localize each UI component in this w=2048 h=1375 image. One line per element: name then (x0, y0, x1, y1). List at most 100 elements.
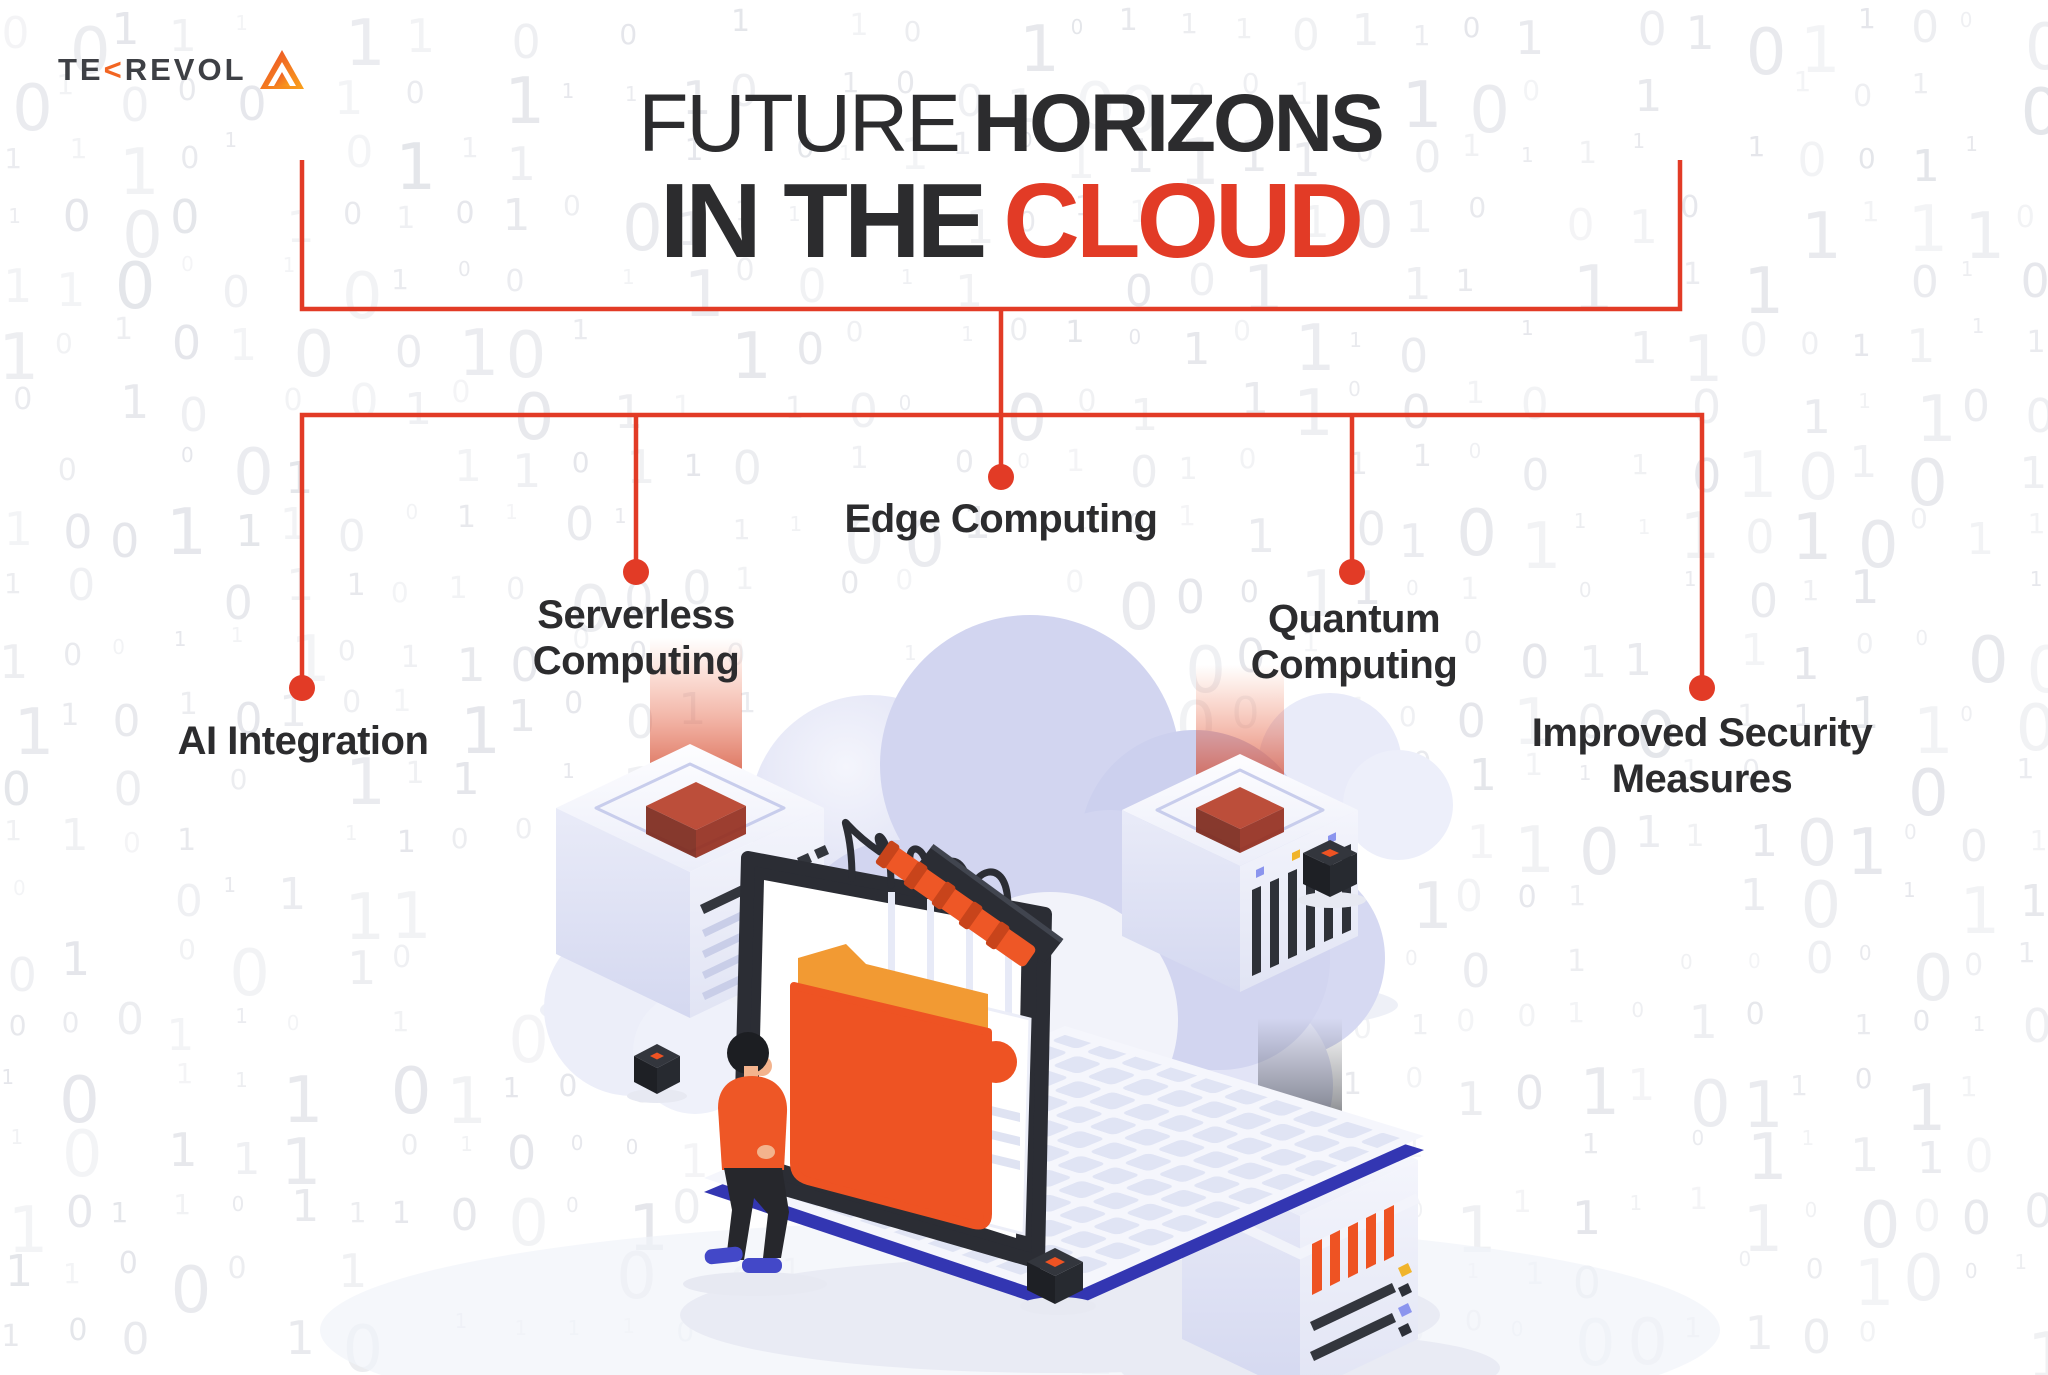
binary-digit: 1 (684, 133, 704, 169)
binary-digit: 1 (1245, 508, 1276, 563)
binary-digit: 0 (1128, 324, 1142, 349)
binary-digit: 1 (285, 1311, 315, 1366)
binary-digit: 1 (456, 500, 476, 536)
binary-digit: 1 (1006, 78, 1037, 133)
binary-digit: 0 (450, 822, 469, 856)
binary-digit: 0 (1855, 626, 1874, 660)
binary-digit: 1 (1966, 514, 1995, 566)
binary-digit: 1 (282, 1064, 324, 1139)
data-cube-icon (1298, 840, 1366, 908)
binary-digit: 0 (1456, 497, 1497, 572)
binary-digit: 1 (3, 567, 22, 601)
binary-digit: 1 (446, 1065, 488, 1140)
binary-digit: 1 (344, 821, 358, 846)
binary-digit: 1 (1466, 814, 1497, 869)
person-figure (683, 1032, 827, 1296)
binary-digit: 0 (283, 383, 303, 419)
binary-digit: 1 (1572, 252, 1614, 327)
binary-digit: 1 (787, 202, 801, 227)
binary-digit: 0 (122, 199, 163, 274)
binary-digit: 1 (451, 753, 480, 805)
binary-digit: 0 (2015, 692, 2048, 767)
binary-digit: 1 (1682, 322, 1724, 397)
binary-digit: 1 (1629, 1191, 1643, 1216)
binary-digit: 0 (1398, 699, 1417, 733)
binary-digit: 1 (1683, 567, 1697, 592)
binary-digit: 1 (1579, 1055, 1621, 1130)
binary-digit: 0 (1691, 1126, 1705, 1151)
binary-digit: 0 (178, 932, 196, 966)
binary-digit: 1 (0, 320, 40, 395)
binary-digit: 1 (1959, 1070, 1978, 1104)
binary-digit: 1 (391, 263, 409, 297)
person-hair (727, 1032, 769, 1074)
binary-digit: 0 (61, 1005, 80, 1039)
binary-digit: 1 (624, 81, 638, 106)
binary-digit: 0 (2024, 1183, 2048, 1238)
binary-digit: 0 (1692, 449, 1722, 504)
binary-digit: 1 (1854, 1008, 1873, 1042)
branch-label-edge-computing: Edge Computing (844, 497, 1158, 541)
binary-digit: 1 (60, 931, 91, 986)
binary-digit: 1 (1065, 444, 1085, 480)
binary-digit: 0 (1691, 380, 1722, 435)
binary-digit: 0 (1748, 948, 1761, 973)
binary-digit: 0 (1912, 1004, 1931, 1038)
binary-digit: 0 (1908, 756, 1949, 831)
binary-digit: 0 (845, 314, 864, 348)
binary-digit: 1 (1567, 944, 1587, 980)
binary-digit: 1 (848, 199, 866, 233)
binary-digit: 1 (60, 809, 89, 861)
binary-digit: 1 (166, 1009, 195, 1061)
binary-digit: 1 (2014, 1249, 2028, 1274)
binary-digit: 1 (1019, 12, 1060, 87)
binary-digit: 1 (1571, 1190, 1602, 1245)
binary-digit: 1 (63, 1257, 81, 1291)
binary-digit: 0 (1911, 1, 1940, 53)
binary-digit: 1 (56, 68, 75, 102)
binary-digit: 1 (1180, 7, 1198, 41)
binary-digit: 1 (1916, 382, 1957, 457)
binary-digit: 1 (60, 697, 80, 733)
binary-digit: 1 (1401, 68, 1443, 143)
binary-digit: 0 (1745, 16, 1787, 91)
binary-digit: 0 (62, 191, 91, 243)
binary-digit: 1 (1912, 694, 1954, 769)
binary-digit: 0 (1801, 1310, 1832, 1365)
binary-digit: 0 (1017, 448, 1031, 473)
branch-label-serverless-computing: Serverless Computing (532, 593, 740, 683)
binary-digit: 0 (1904, 820, 1917, 845)
binary-digit: 0 (1469, 73, 1510, 148)
binary-digit: 0 (619, 17, 638, 51)
binary-digit: 0 (672, 1180, 702, 1235)
binary-digit: 1 (1468, 749, 1497, 801)
binary-digit: 0 (57, 453, 77, 489)
binary-digit: 1 (1118, 3, 1138, 39)
binary-digit: 0 (118, 1245, 138, 1281)
binary-digit: 1 (621, 265, 635, 290)
binary-digit: 1 (1300, 558, 1342, 633)
binary-digit: 1 (344, 881, 386, 956)
binary-digit: 1 (1627, 1059, 1656, 1111)
binary-digit: 1 (2027, 506, 2046, 540)
binary-digit: 0 (1738, 313, 1769, 368)
binary-digit: 0 (1959, 821, 1988, 873)
binary-digit: 1 (235, 1068, 248, 1093)
binary-digit: 0 (450, 1189, 479, 1241)
binary-digit: 0 (1745, 997, 1765, 1033)
binary-digit: 1 (1801, 390, 1831, 445)
binary-digit: 0 (345, 127, 374, 179)
binary-digit: 1 (10, 1124, 24, 1149)
binary-digit: 1 (235, 1003, 248, 1028)
binary-digit: 0 (405, 76, 425, 112)
binary-digit: 1 (1129, 195, 1149, 231)
binary-digit: 1 (1846, 816, 1888, 891)
binary-digit: 0 (405, 500, 419, 525)
binary-digit: 0 (729, 65, 758, 117)
binary-digit: 0 (1, 761, 32, 816)
binary-digit: 0 (1915, 626, 1929, 651)
branch-bracket (299, 412, 1705, 682)
binary-digit: 0 (1579, 816, 1620, 891)
binary-digit: 0 (63, 637, 83, 673)
